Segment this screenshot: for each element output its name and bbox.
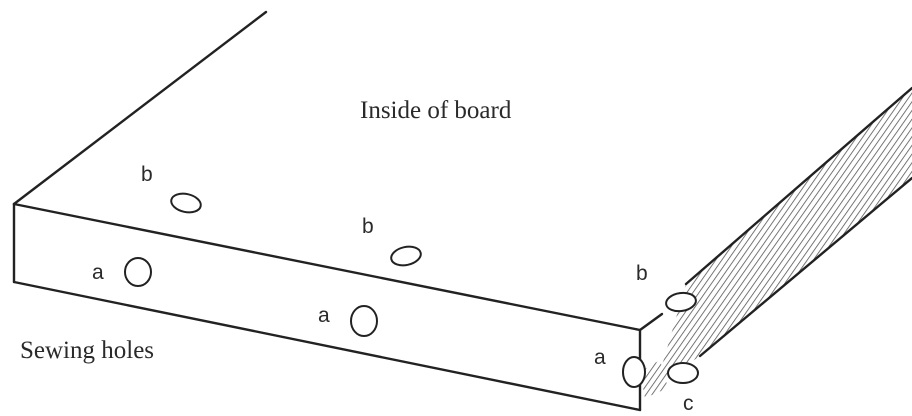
sewing-hole-b-middle bbox=[390, 245, 422, 267]
hole-label-a-right: a bbox=[594, 346, 606, 369]
sewing-hole-a-left bbox=[124, 257, 152, 287]
diagram-title: Inside of board bbox=[360, 97, 512, 124]
spine-top-edge bbox=[684, 86, 912, 286]
hole-label-b-right: b bbox=[636, 262, 648, 285]
board-back-edge bbox=[12, 10, 268, 206]
hole-label-a-left: a bbox=[92, 261, 104, 284]
sewing-hole-b-right bbox=[665, 291, 697, 313]
sewing-holes-caption: Sewing holes bbox=[20, 337, 154, 364]
sewing-hole-b-left bbox=[170, 192, 202, 214]
hole-label-b-middle: b bbox=[362, 215, 374, 238]
hole-label-c: c bbox=[683, 392, 694, 415]
hatched-spine-edge bbox=[656, 88, 912, 386]
board-top-front-edge bbox=[12, 202, 642, 332]
board-top-right-edge bbox=[638, 312, 664, 332]
hole-label-a-middle: a bbox=[318, 304, 330, 327]
corner-notch bbox=[640, 360, 668, 398]
sewing-hole-a-middle bbox=[350, 305, 378, 337]
sewing-hole-a-right bbox=[622, 356, 646, 388]
board-bottom-edge bbox=[12, 280, 642, 412]
spine-bottom-edge bbox=[698, 176, 912, 358]
hole-label-b-left: b bbox=[141, 163, 153, 186]
sewing-hole-c bbox=[667, 362, 699, 384]
